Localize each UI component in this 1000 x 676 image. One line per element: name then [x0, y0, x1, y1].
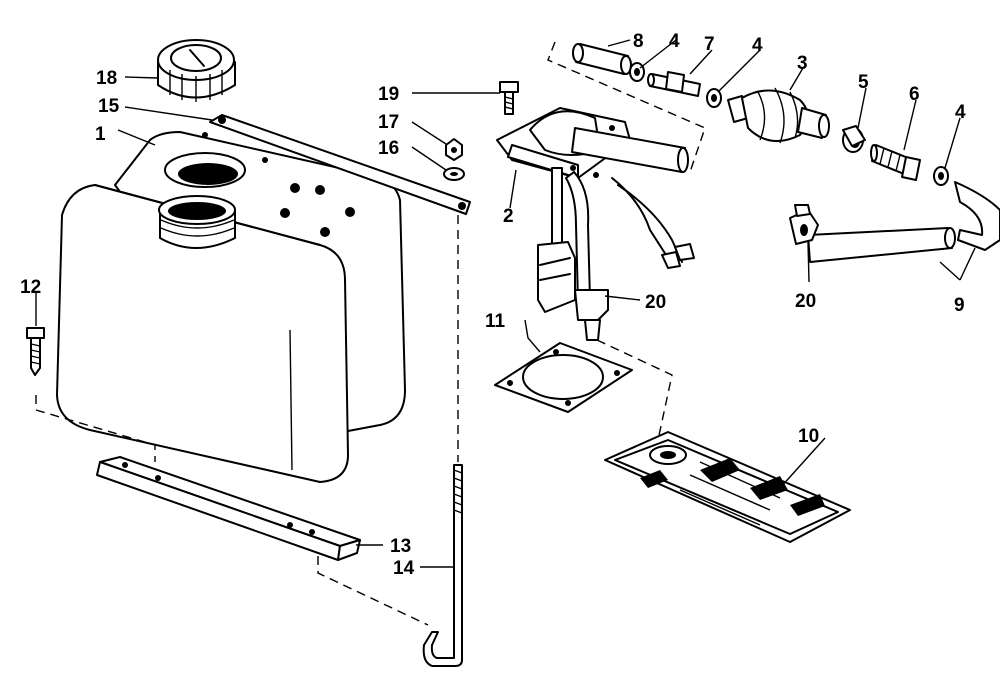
callout-8: 8	[633, 31, 644, 52]
callout-4b: 4	[752, 35, 763, 56]
callout-20a: 20	[645, 292, 666, 313]
callout-1: 1	[95, 124, 106, 145]
clamp-small-b	[706, 88, 722, 108]
leader-lines	[35, 39, 976, 568]
nut	[445, 138, 463, 161]
callout-4c: 4	[955, 102, 966, 123]
filler-cap	[157, 39, 236, 102]
mounting-bracket	[96, 456, 361, 561]
callout-12: 12	[20, 277, 41, 298]
washer	[443, 167, 465, 181]
callout-2: 2	[503, 206, 514, 227]
fuel-tank	[56, 131, 406, 483]
fuel-pickup-assembly	[496, 107, 695, 341]
hose-sleeve	[572, 43, 632, 75]
check-valve	[647, 71, 701, 97]
callout-6: 6	[909, 84, 920, 105]
primer-bulb	[727, 87, 830, 144]
callout-labels: 1 2 3 4 4 4 5 6 7 8 9 10 11 12 13 14 15 …	[20, 31, 966, 579]
callout-14: 14	[393, 558, 415, 579]
callout-3: 3	[797, 53, 808, 74]
fuel-filter-screen	[604, 431, 851, 543]
callout-10: 10	[798, 426, 819, 447]
callout-16: 16	[378, 138, 399, 159]
hose-clamp-right	[789, 204, 819, 245]
callout-13: 13	[390, 536, 411, 557]
callout-17: 17	[378, 112, 399, 133]
callout-15: 15	[98, 96, 120, 117]
hold-down-strap	[209, 114, 471, 215]
callout-18: 18	[96, 68, 117, 89]
hose-connector	[870, 144, 921, 181]
clamp-small-c	[933, 166, 949, 186]
callout-11: 11	[485, 311, 506, 332]
bolt	[499, 81, 519, 115]
hose-clamp	[842, 125, 866, 153]
callout-7: 7	[704, 34, 715, 55]
tie-rod	[422, 215, 463, 667]
mounting-screw	[26, 327, 45, 376]
callout-20b: 20	[795, 291, 816, 312]
callout-5: 5	[858, 72, 869, 93]
callout-4a: 4	[669, 31, 680, 52]
callout-19: 19	[378, 84, 399, 105]
fuel-hose	[807, 181, 1000, 263]
pickup-gasket	[494, 342, 633, 413]
callout-9: 9	[954, 295, 965, 316]
